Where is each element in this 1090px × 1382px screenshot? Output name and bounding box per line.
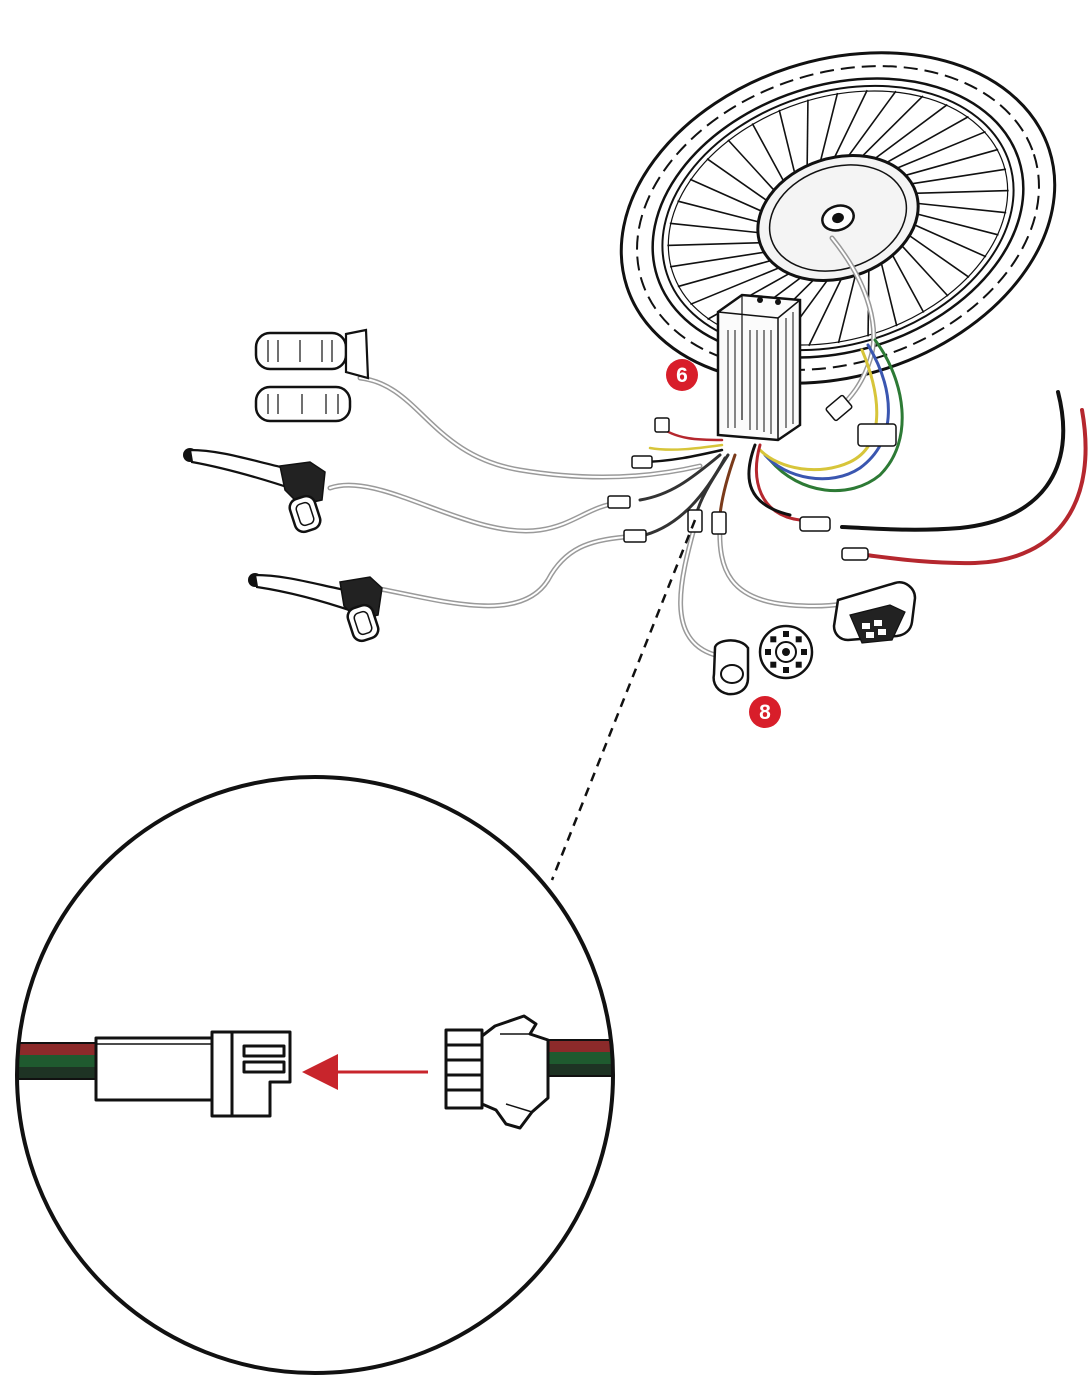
phase-wire-blue — [763, 343, 890, 481]
callout-badge-pas-sensor: 8 — [749, 696, 781, 728]
connector-display — [711, 511, 727, 535]
pas-magnet — [795, 636, 802, 643]
rim — [661, 84, 1015, 352]
wheel-spoke — [819, 92, 839, 164]
twist-throttle-grip — [254, 328, 370, 380]
pas-magnet — [795, 661, 802, 668]
wheel-spoke — [912, 223, 987, 258]
wheel-spoke — [832, 89, 868, 160]
pas-magnet — [765, 649, 771, 655]
wheel-spokes — [667, 89, 1009, 347]
connector-throttle — [631, 455, 653, 469]
motor-controller — [716, 293, 802, 442]
wheel-spoke — [894, 130, 986, 170]
pigtail-yellow — [648, 443, 724, 451]
throttle-cable-core — [359, 377, 701, 479]
wheel-spoke — [778, 109, 796, 175]
zoom-wire-left-green — [17, 1055, 100, 1069]
wheel-spoke — [669, 222, 761, 234]
connector-pigtail — [654, 417, 670, 433]
display-cable — [717, 522, 845, 609]
pas-lead — [695, 453, 730, 514]
wheel-spoke — [884, 115, 969, 165]
connector-female-housing — [94, 1030, 292, 1118]
wheel-spoke — [727, 139, 776, 193]
handlebar-grip — [254, 385, 352, 423]
connector-brake-lower — [623, 529, 647, 543]
wheel-spoke — [669, 251, 767, 268]
zoom-wire-right-red — [540, 1040, 613, 1054]
wheel-spoke — [677, 200, 761, 224]
connector-motor — [825, 394, 853, 422]
pas-magnet — [783, 667, 789, 673]
brake-lever-lower — [248, 573, 383, 643]
connector-hall — [857, 423, 897, 447]
brake-cable-upper — [327, 482, 623, 534]
tire-outer — [619, 51, 1057, 385]
hub-motor-wheel — [619, 51, 1057, 385]
phase-wire-green — [768, 338, 904, 493]
wheel-spoke — [859, 95, 924, 159]
wheel-spoke — [880, 261, 898, 327]
wheel-spoke — [806, 99, 809, 168]
wheel-spoke — [706, 158, 769, 203]
display-cable-core — [718, 524, 843, 608]
callout-label-controller: 6 — [676, 364, 688, 387]
wheel-spoke — [690, 266, 782, 306]
pas-sensor-ring — [712, 639, 750, 696]
wheel-spoke — [667, 241, 762, 247]
connector-male-housing — [444, 1014, 550, 1130]
pas-magnet-disc — [758, 624, 814, 680]
wiring-harness — [327, 235, 1088, 658]
zoom-wire-right-dark — [540, 1064, 613, 1076]
pas-cable — [678, 522, 718, 658]
display-lead — [718, 453, 737, 517]
connector-brake-upper — [607, 495, 631, 509]
wheel-spoke — [900, 243, 949, 297]
battery-plug-black — [799, 516, 831, 532]
hub-axle-core — [832, 212, 844, 224]
zoom-wire-right-green — [540, 1052, 613, 1066]
wheel-spoke — [890, 253, 925, 313]
connector-detail-zoom — [15, 775, 615, 1375]
lcd-display — [832, 581, 917, 644]
wheel-spoke — [907, 233, 970, 278]
wheel-spoke — [909, 168, 1007, 185]
zoom-circle-border — [15, 775, 615, 1375]
brake-lead-upper — [638, 453, 722, 502]
brake-cable-lower-core — [374, 536, 626, 607]
callout-badge-controller: 6 — [666, 359, 698, 391]
pas-magnet — [770, 661, 777, 668]
wheel-spoke — [914, 189, 1009, 195]
brake-cable-upper-core — [329, 484, 621, 532]
callout-label-pas-sensor: 8 — [759, 701, 771, 724]
wheel-spoke — [689, 178, 764, 213]
zoom-leader-line — [550, 519, 697, 881]
wheel-spoke — [903, 148, 999, 177]
battery-plug-red — [841, 547, 869, 561]
wheel-spoke — [837, 272, 857, 344]
battery-lead-black — [840, 390, 1066, 532]
wheel-spoke — [808, 276, 844, 347]
battery-lead-red — [864, 408, 1088, 566]
pas-magnet — [770, 636, 777, 643]
controller-power-black — [747, 443, 792, 517]
wheel-spoke — [915, 212, 999, 236]
pas-magnet — [783, 631, 789, 637]
wheel-spoke — [846, 90, 897, 159]
brake-lever-upper — [183, 448, 326, 534]
zoom-wire-left-dark — [17, 1067, 100, 1079]
wheel-spoke — [751, 123, 786, 183]
wheel-spoke — [677, 259, 773, 288]
wheel-spoke — [872, 103, 948, 161]
phase-wire-yellow — [758, 348, 879, 472]
pas-magnet — [801, 649, 807, 655]
wheel-spoke — [915, 202, 1007, 214]
pas-cable-core — [679, 524, 716, 656]
zoom-wire-left-red — [17, 1043, 100, 1057]
controller-power-red — [754, 443, 802, 522]
